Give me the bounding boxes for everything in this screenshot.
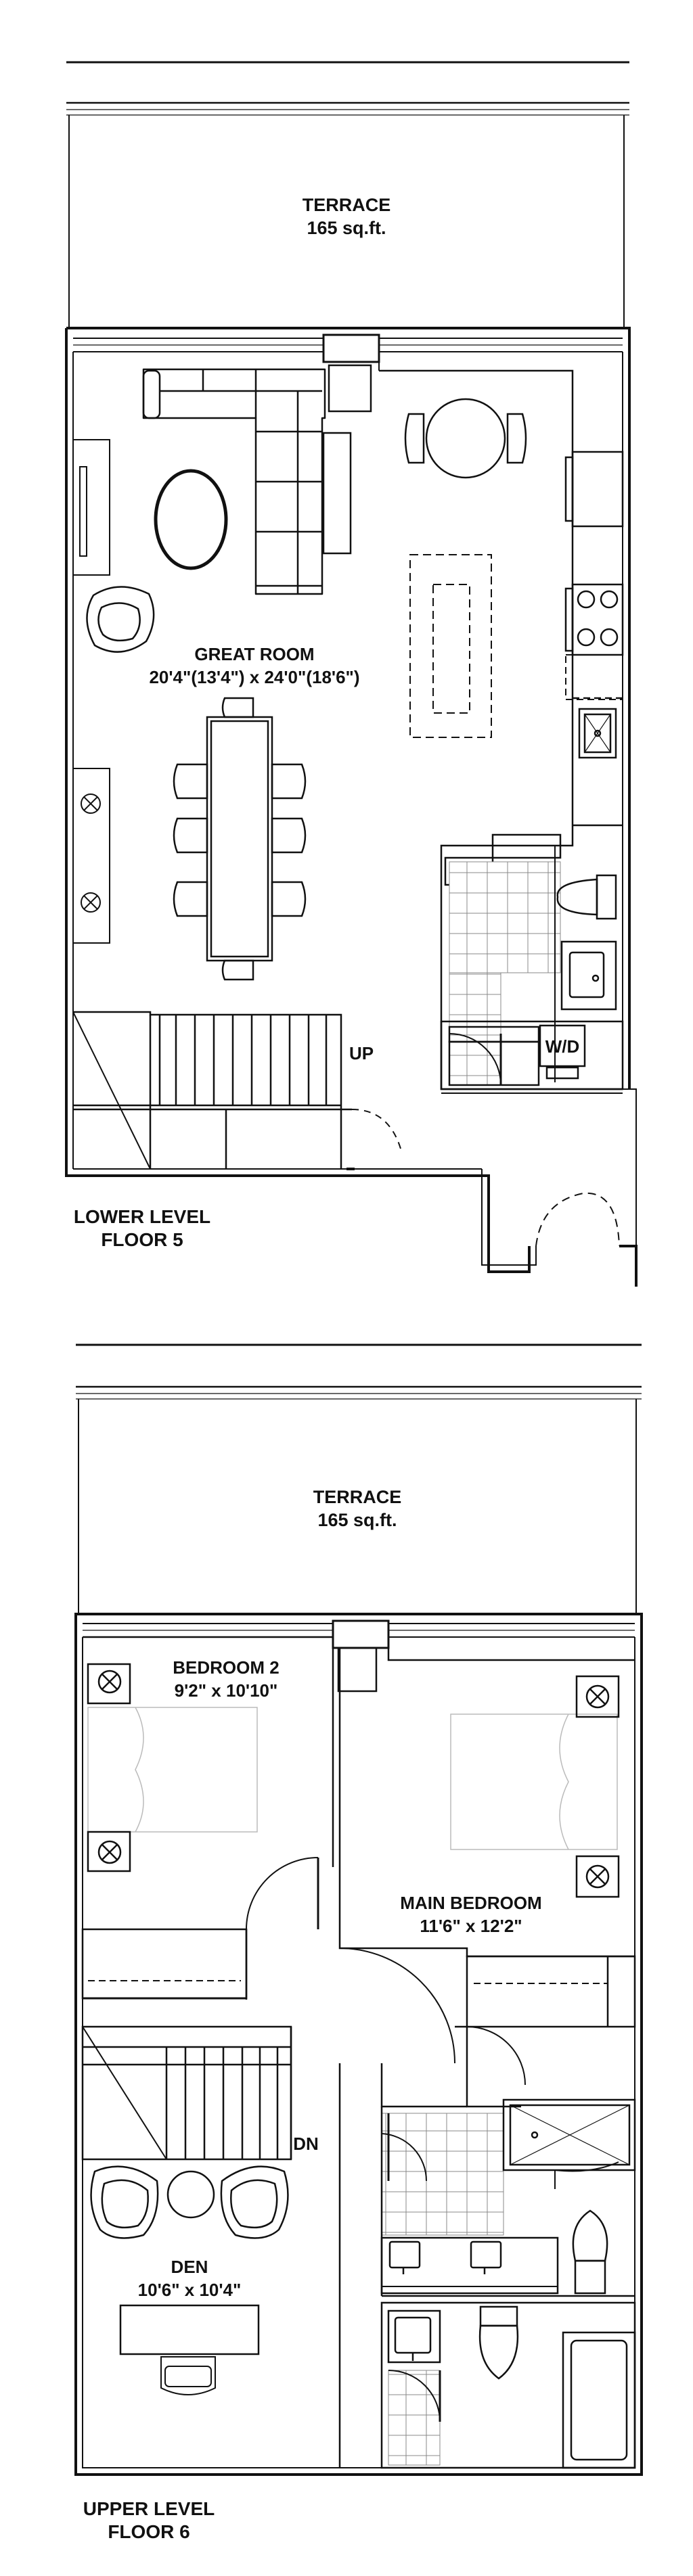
- upper-terrace: [78, 1399, 637, 1614]
- lower-top-rule: [66, 61, 629, 116]
- second-bathroom: [380, 2301, 636, 2469]
- upper-terrace-name: TERRACE: [313, 1487, 402, 1507]
- den: [90, 2063, 341, 2468]
- kitchen-island: [409, 554, 492, 738]
- coffee-table: [154, 469, 228, 570]
- main-bedroom: [338, 1648, 635, 2064]
- upper-exterior-walls: [74, 1613, 643, 2476]
- lower-terrace-name: TERRACE: [303, 195, 391, 215]
- bedroom-2-dims: 9'2" x 10'10": [175, 1680, 278, 1701]
- wall-tv: [72, 439, 110, 576]
- lower-terrace: [68, 115, 625, 328]
- bistro-table: [404, 398, 527, 479]
- sofa: [142, 368, 326, 595]
- den-name: DEN: [171, 2257, 208, 2277]
- walk-in-closet: [455, 1955, 636, 2108]
- upper-stairs-label: DN: [293, 2134, 319, 2154]
- lower-level-plan: [65, 61, 638, 1287]
- powder-room: [440, 825, 623, 1090]
- great-room-dims: 20'4"(13'4") x 24'0"(18'6"): [149, 667, 359, 687]
- lower-terrace-area: 165 sq.ft.: [307, 218, 386, 238]
- upper-level-line2: FLOOR 6: [108, 2521, 189, 2542]
- upper-level-plan: [74, 1343, 643, 2476]
- entry-door: [535, 1192, 620, 1247]
- lower-level-line2: FLOOR 5: [101, 1229, 183, 1250]
- ensuite-bathroom: [380, 2063, 636, 2297]
- bedroom-2: [81, 1636, 378, 2000]
- left-wall-lights: [72, 768, 110, 944]
- upper-terrace-area: 165 sq.ft.: [317, 1510, 397, 1530]
- great-room-name: GREAT ROOM: [194, 644, 314, 664]
- lower-staircase: [72, 1011, 401, 1170]
- lower-stairs-label: UP: [349, 1043, 374, 1063]
- tv-console: [322, 432, 352, 555]
- upper-staircase: [81, 2025, 292, 2161]
- small-cabinet: [328, 364, 372, 413]
- lower-exterior-walls: [65, 327, 638, 1287]
- den-dims: 10'6" x 10'4": [138, 2280, 242, 2300]
- upper-level-line1: UPPER LEVEL: [83, 2498, 215, 2519]
- dining-table: [173, 697, 307, 981]
- laundry: [440, 1020, 624, 1094]
- bedroom-2-name: BEDROOM 2: [173, 1657, 279, 1678]
- lower-level-line1: LOWER LEVEL: [74, 1206, 210, 1227]
- main-bedroom-dims: 11'6" x 12'2": [420, 1916, 522, 1936]
- upper-top-rule: [76, 1343, 642, 1400]
- armchair: [86, 586, 155, 653]
- kitchen-counter: [379, 369, 624, 827]
- laundry-label: W/D: [545, 1036, 580, 1057]
- main-bedroom-name: MAIN BEDROOM: [400, 1893, 541, 1913]
- lower-window-wall: [73, 334, 623, 371]
- upper-window-wall: [83, 1619, 635, 1649]
